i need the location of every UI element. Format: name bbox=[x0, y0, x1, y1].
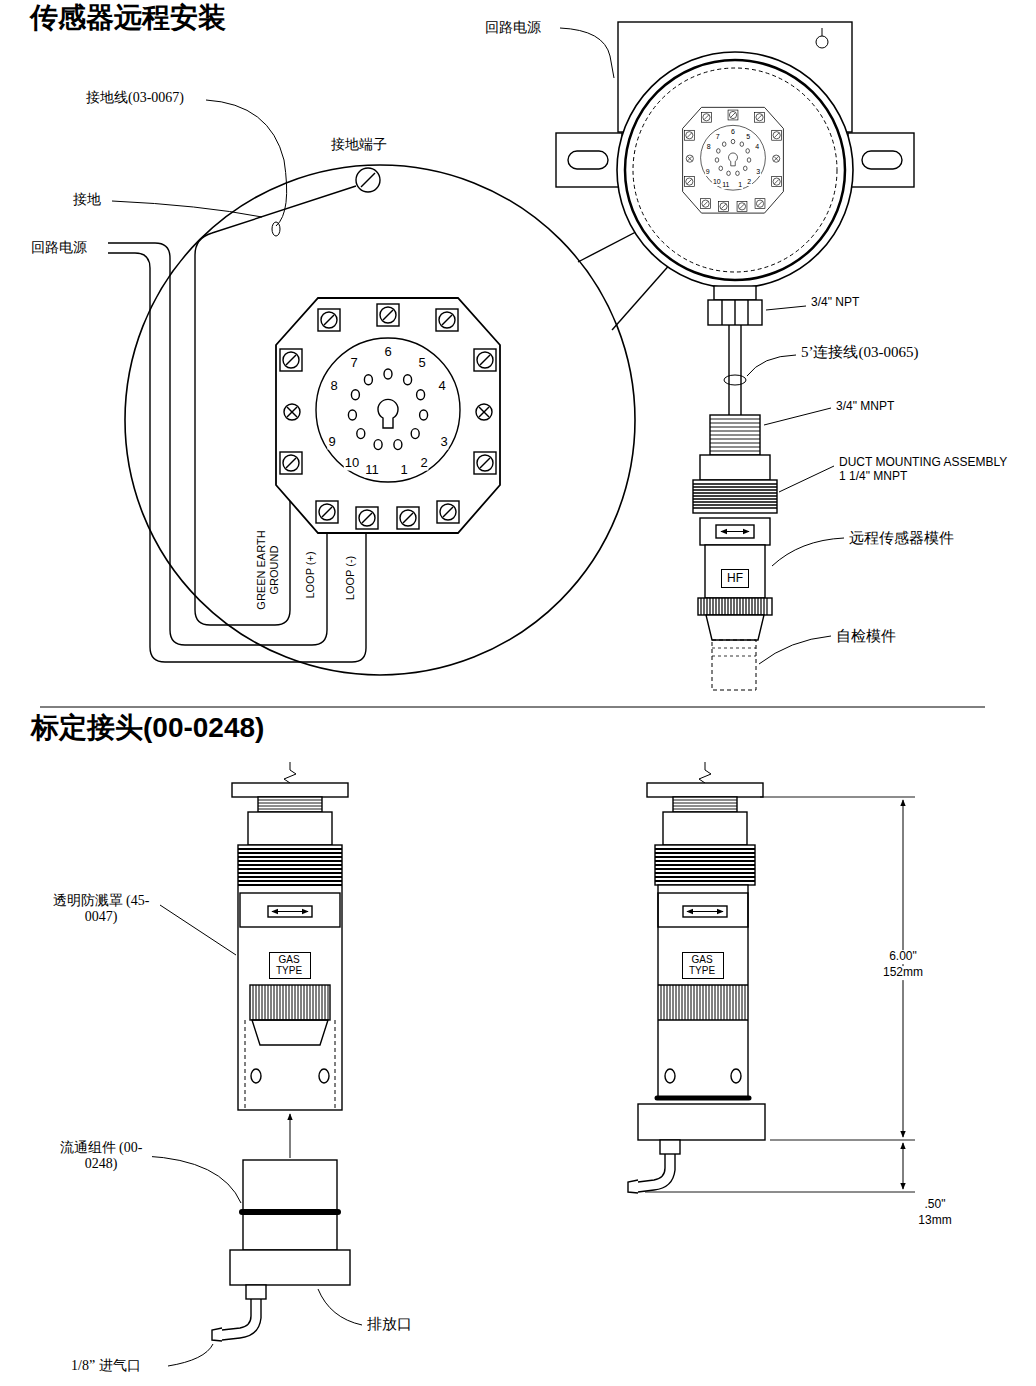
part-label: DUCT MOUNTING ASSEMBLY 1 1/4" MNPT bbox=[838, 456, 1012, 484]
terminal-number: 2 bbox=[746, 178, 752, 186]
terminal-number: 11 bbox=[721, 181, 730, 189]
part-label: 1/8” 进气口 bbox=[70, 1358, 142, 1374]
type-tag: HF bbox=[721, 569, 749, 588]
part-label: 接地端子 bbox=[330, 137, 388, 153]
part-label: 3/4" MNPT bbox=[835, 400, 895, 414]
part-label: 接地线(03-0067) bbox=[85, 90, 185, 106]
part-label: 流通组件 (00-0248) bbox=[50, 1140, 152, 1172]
terminal-number: 5 bbox=[745, 133, 751, 141]
part-label: 回路电源 bbox=[30, 240, 88, 256]
part-label: 5’连接线(03-0065) bbox=[800, 344, 919, 361]
part-label: 远程传感器模件 bbox=[848, 530, 955, 547]
part-label: 自检模件 bbox=[835, 628, 897, 645]
terminal-number: 7 bbox=[715, 133, 721, 141]
terminal-number: 8 bbox=[706, 143, 712, 151]
terminal-number: 8 bbox=[329, 379, 338, 394]
terminal-number: 7 bbox=[349, 356, 358, 371]
dimension: 6.00" bbox=[888, 950, 918, 964]
part-label: 回路电源 bbox=[484, 20, 542, 36]
tag-text: GAS TYPE bbox=[274, 955, 304, 976]
title: 传感器远程安装 bbox=[30, 2, 226, 34]
wire-label: GREEN EARTH GROUND bbox=[255, 523, 280, 617]
part-label: 排放口 bbox=[366, 1316, 413, 1333]
terminal-number: 9 bbox=[327, 435, 336, 450]
part-label: 透明防溅罩 (45-0047) bbox=[45, 893, 157, 925]
dimension: 13mm bbox=[917, 1214, 952, 1228]
terminal-number: 1 bbox=[737, 181, 743, 189]
wire-label: LOOP (+) bbox=[304, 550, 317, 599]
dimension: 152mm bbox=[882, 966, 924, 980]
tag-text: GAS TYPE bbox=[687, 955, 717, 976]
part-label: 接地 bbox=[72, 192, 102, 208]
terminal-number: 4 bbox=[754, 143, 760, 151]
terminal-number: 6 bbox=[730, 128, 736, 136]
tag-text: HF bbox=[726, 572, 744, 585]
terminal-number: 2 bbox=[419, 456, 428, 471]
terminal-number: 3 bbox=[755, 168, 761, 176]
terminal-number: 1 bbox=[399, 463, 408, 478]
type-tag: GAS TYPE bbox=[269, 952, 311, 979]
type-tag: GAS TYPE bbox=[682, 952, 724, 979]
terminal-number: 6 bbox=[383, 345, 392, 360]
dimension: .50" bbox=[924, 1198, 947, 1212]
section-heading: 标定接头(00-0248) bbox=[30, 712, 265, 744]
part-label: 3/4" NPT bbox=[810, 296, 860, 310]
wire-label: LOOP (-) bbox=[344, 555, 357, 601]
terminal-number: 5 bbox=[417, 356, 426, 371]
terminal-number: 9 bbox=[705, 168, 711, 176]
terminal-number: 3 bbox=[439, 435, 448, 450]
terminal-number: 4 bbox=[437, 379, 446, 394]
terminal-number: 10 bbox=[344, 456, 360, 471]
terminal-number: 11 bbox=[364, 463, 380, 478]
